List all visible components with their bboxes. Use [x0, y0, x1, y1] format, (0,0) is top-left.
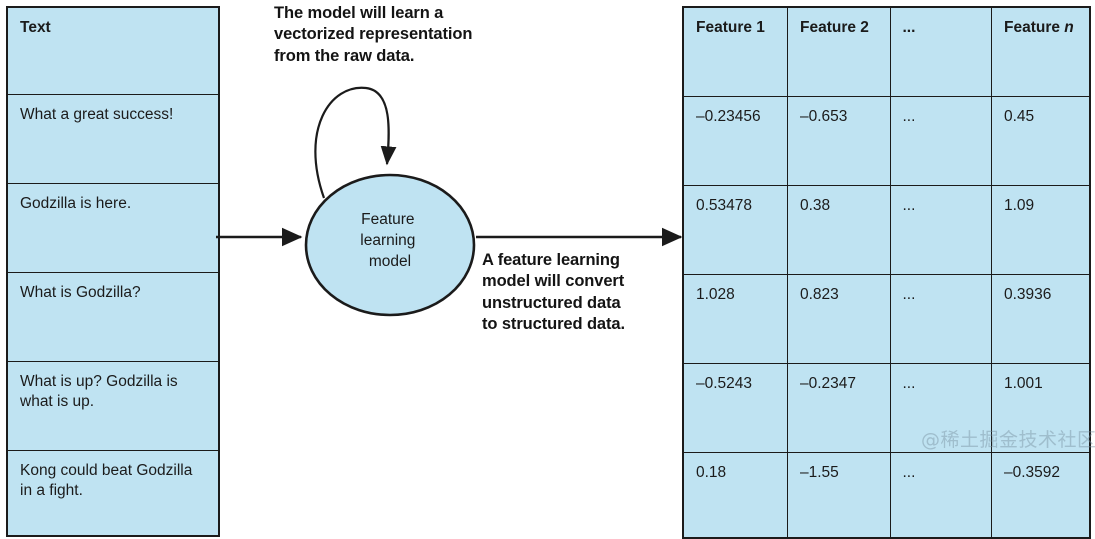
- feature-cell: ...: [889, 185, 992, 275]
- feature-cell: 0.38: [787, 185, 891, 275]
- model-node-label: Feature learning model: [360, 211, 419, 270]
- feature-learning-model-node: [304, 173, 476, 317]
- feature-header-n-prefix: Feature: [1003, 19, 1065, 36]
- text-table-header: Text: [6, 6, 220, 95]
- table-row: What a great success!: [6, 94, 220, 184]
- feature-cell: ...: [889, 96, 992, 186]
- feature-header-1: Feature 1: [682, 6, 788, 97]
- feature-cell: 0.3936: [990, 274, 1091, 364]
- feature-cell: –1.55: [787, 452, 891, 539]
- text-cell: Kong could beat Godzilla in a fight.: [6, 450, 220, 537]
- model-label-line-2: learning: [360, 232, 415, 249]
- self-loop-arrow: [314, 86, 397, 199]
- feature-table: Feature 1 Feature 2 ... Feature n –0.234…: [682, 6, 1091, 539]
- table-row: What is up? Godzilla is what is up.: [6, 361, 220, 451]
- annotation-top: The model will learn a vectorized repres…: [274, 4, 473, 65]
- feature-header-n: Feature n: [990, 6, 1091, 97]
- feature-cell: ...: [889, 452, 992, 539]
- feature-cell: 0.45: [990, 96, 1091, 186]
- table-row: –0.5243 –0.2347 ... 1.001: [682, 363, 1091, 453]
- feature-cell: –0.2347: [787, 363, 891, 453]
- table-header-row: Feature 1 Feature 2 ... Feature n: [682, 6, 1091, 97]
- table-row: 1.028 0.823 ... 0.3936: [682, 274, 1091, 364]
- feature-cell: –0.5243: [682, 363, 788, 453]
- table-row: –0.23456 –0.653 ... 0.45: [682, 96, 1091, 186]
- feature-header-2: Feature 2: [787, 6, 891, 97]
- feature-cell: 0.53478: [682, 185, 788, 275]
- table-row: 0.53478 0.38 ... 1.09: [682, 185, 1091, 275]
- feature-cell: ...: [889, 274, 992, 364]
- diagram-canvas: Text What a great success! Godzilla is h…: [6, 4, 1095, 539]
- table-row: What is Godzilla?: [6, 272, 220, 362]
- watermark: @稀土掘金技术社区: [921, 429, 1095, 451]
- table-header-row: Text: [6, 6, 220, 95]
- table-row: Kong could beat Godzilla in a fight.: [6, 450, 220, 537]
- model-label-line-3: model: [369, 253, 411, 270]
- model-label-line-1: Feature: [361, 211, 414, 228]
- text-cell: What a great success!: [6, 94, 220, 184]
- feature-header-ellipsis: ...: [889, 6, 992, 97]
- feature-header-n-italic: n: [1064, 19, 1074, 36]
- feature-cell: ...: [889, 363, 992, 453]
- feature-cell: 0.823: [787, 274, 891, 364]
- feature-cell: 0.18: [682, 452, 788, 539]
- text-table: Text What a great success! Godzilla is h…: [6, 6, 220, 537]
- feature-cell: –0.653: [787, 96, 891, 186]
- feature-cell: –0.3592: [990, 452, 1091, 539]
- table-row: Godzilla is here.: [6, 183, 220, 273]
- table-row: 0.18 –1.55 ... –0.3592: [682, 452, 1091, 539]
- feature-cell: 1.001: [990, 363, 1091, 453]
- text-cell: Godzilla is here.: [6, 183, 220, 273]
- feature-cell: –0.23456: [682, 96, 788, 186]
- feature-cell: 1.09: [990, 185, 1091, 275]
- text-cell: What is up? Godzilla is what is up.: [6, 361, 220, 451]
- annotation-bottom: A feature learning model will convert un…: [482, 251, 625, 334]
- feature-cell: 1.028: [682, 274, 788, 364]
- text-cell: What is Godzilla?: [6, 272, 220, 362]
